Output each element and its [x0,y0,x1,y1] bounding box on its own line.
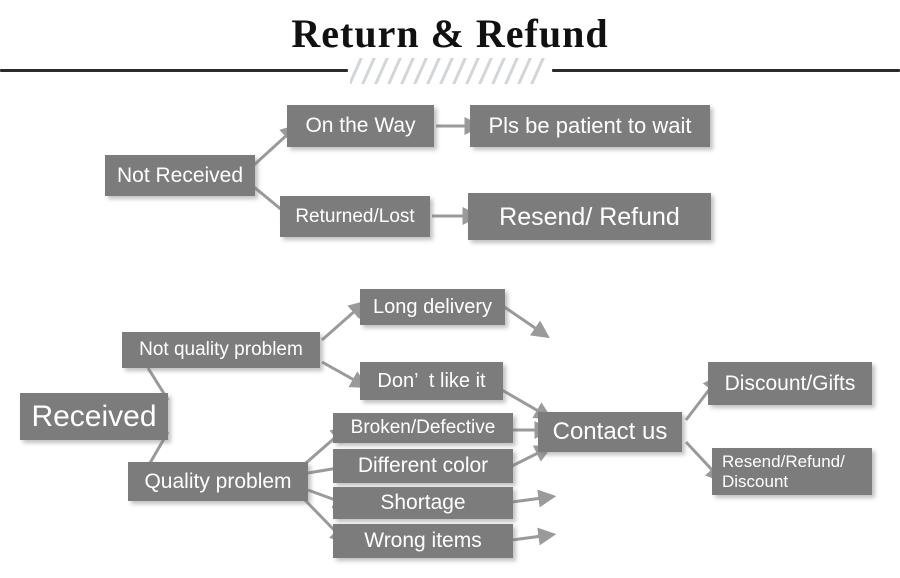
arrow-dontlikeit-contactus [501,388,553,420]
hatch-stroke [477,58,494,84]
node-shortage[interactable]: Shortage [333,487,513,519]
arrow-differentcolor-contactus [511,445,553,468]
hatch-stroke [360,58,377,84]
hatch-stroke [451,58,468,84]
arrow-contactus-resendrefunddiscount [684,440,724,483]
node-dont-like-it[interactable]: Don’ t like it [360,362,503,400]
hatch-stroke [464,58,481,84]
arrow-shortage-contactus [511,489,557,508]
node-returned-lost[interactable]: Returned/Lost [280,196,430,237]
arrow-longdelivery-contactus [499,302,550,339]
node-discount-gifts[interactable]: Discount/Gifts [708,362,872,405]
node-long-delivery[interactable]: Long delivery [360,289,505,325]
node-wrong-items[interactable]: Wrong items [333,524,513,558]
node-quality-problem[interactable]: Quality problem [128,462,308,501]
arrow-notquality-dontlikeit [321,360,369,389]
divider-rule-right [552,69,900,72]
page-title: Return & Refund [291,11,609,56]
hatch-stroke [412,58,429,84]
hatch-stroke [425,58,442,84]
divider-rule-left [0,69,348,72]
node-received[interactable]: Received [20,393,168,440]
divider-hatch-ornament [350,58,550,84]
hatch-stroke [529,58,546,84]
node-broken-defective[interactable]: Broken/Defective [333,413,513,443]
node-contact-us[interactable]: Contact us [538,412,682,452]
hatch-stroke [516,58,533,84]
node-not-quality-problem[interactable]: Not quality problem [122,332,320,368]
hatch-stroke [490,58,507,84]
node-resend-refund-discount[interactable]: Resend/Refund/ Discount [712,448,872,495]
arrow-notquality-longdelivery [321,300,367,342]
node-different-color[interactable]: Different color [333,449,513,483]
node-on-the-way[interactable]: On the Way [287,105,434,147]
hatch-stroke [438,58,455,84]
node-not-received[interactable]: Not Received [105,155,255,196]
hatch-stroke [373,58,390,84]
hatch-stroke [386,58,403,84]
node-resend-refund[interactable]: Resend/ Refund [468,193,711,240]
arrow-notreceived-ontheway [252,124,299,167]
node-pls-be-patient-to-wait[interactable]: Pls be patient to wait [470,105,710,147]
hatch-stroke [503,58,520,84]
hatch-stroke [399,58,416,84]
arrow-wrongitems-contactus [511,527,557,546]
